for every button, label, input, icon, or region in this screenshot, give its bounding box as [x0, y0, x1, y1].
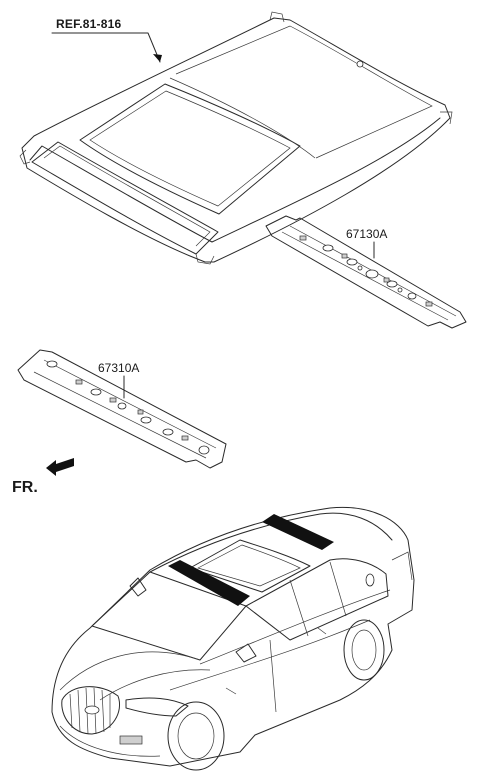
ref-label: REF.81-816 — [56, 17, 121, 31]
rear-rail-highlight — [262, 514, 334, 550]
leader-arrow-icon — [153, 54, 162, 62]
rear-rail-part-label: 67130A — [346, 227, 387, 241]
front-rail-part-label: 67310A — [98, 361, 139, 375]
front-rail-highlight — [168, 560, 250, 606]
rear-roof-rail — [265, 215, 467, 329]
car-illustration — [51, 506, 415, 771]
roof-panel — [19, 11, 453, 265]
front-roof-rail — [17, 349, 227, 469]
front-direction-label: FR. — [12, 479, 38, 496]
front-arrow-icon — [46, 458, 74, 476]
